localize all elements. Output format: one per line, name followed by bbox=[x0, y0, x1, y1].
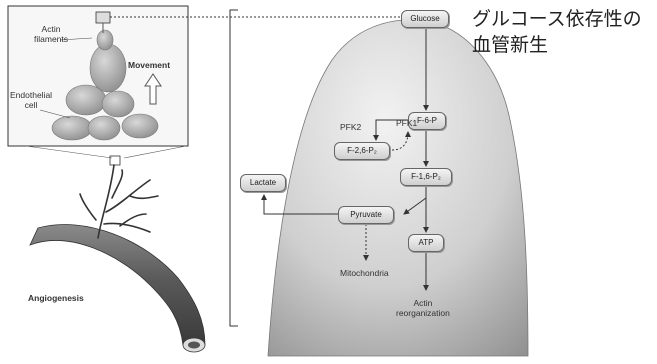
caption-line-1: グルコース依存性の bbox=[472, 6, 642, 32]
actin-reorg-line-1: Actin bbox=[396, 298, 450, 308]
pfk2-label: PFK2 bbox=[340, 122, 361, 132]
f16p2-node: F-1,6-P₂ bbox=[400, 168, 452, 186]
pfk1-label: PFK1 bbox=[396, 118, 417, 128]
caption-line-2: 血管新生 bbox=[472, 32, 642, 58]
lactate-node: Lactate bbox=[240, 174, 286, 192]
mitochondria-label: Mitochondria bbox=[340, 268, 389, 278]
zoom-marker bbox=[110, 156, 120, 165]
caption: グルコース依存性の 血管新生 bbox=[472, 6, 642, 58]
blood-vessel bbox=[30, 225, 205, 352]
endothelial-label-line-1: Endothelial bbox=[10, 90, 52, 100]
movement-label: Movement bbox=[128, 60, 170, 70]
actin-reorganization-label: Actin reorganization bbox=[396, 298, 450, 318]
pyruvate-node: Pyruvate bbox=[338, 206, 394, 224]
actin-reorg-line-2: reorganization bbox=[396, 308, 450, 318]
angiogenesis-label: Angiogenesis bbox=[28, 293, 84, 303]
glucose-node: Glucose bbox=[401, 10, 449, 28]
endothelial-label-line-2: cell bbox=[10, 100, 52, 110]
actin-filaments bbox=[96, 12, 110, 23]
panel-bracket bbox=[230, 10, 238, 326]
f26p2-node: F-2,6-P₂ bbox=[334, 142, 390, 160]
actin-filaments-label: Actin filaments bbox=[34, 24, 68, 44]
atp-node: ATP bbox=[408, 234, 444, 252]
endothelial-cell-label: Endothelial cell bbox=[10, 90, 52, 110]
actin-label-line-2: filaments bbox=[34, 34, 68, 44]
actin-label-line-1: Actin bbox=[34, 24, 68, 34]
